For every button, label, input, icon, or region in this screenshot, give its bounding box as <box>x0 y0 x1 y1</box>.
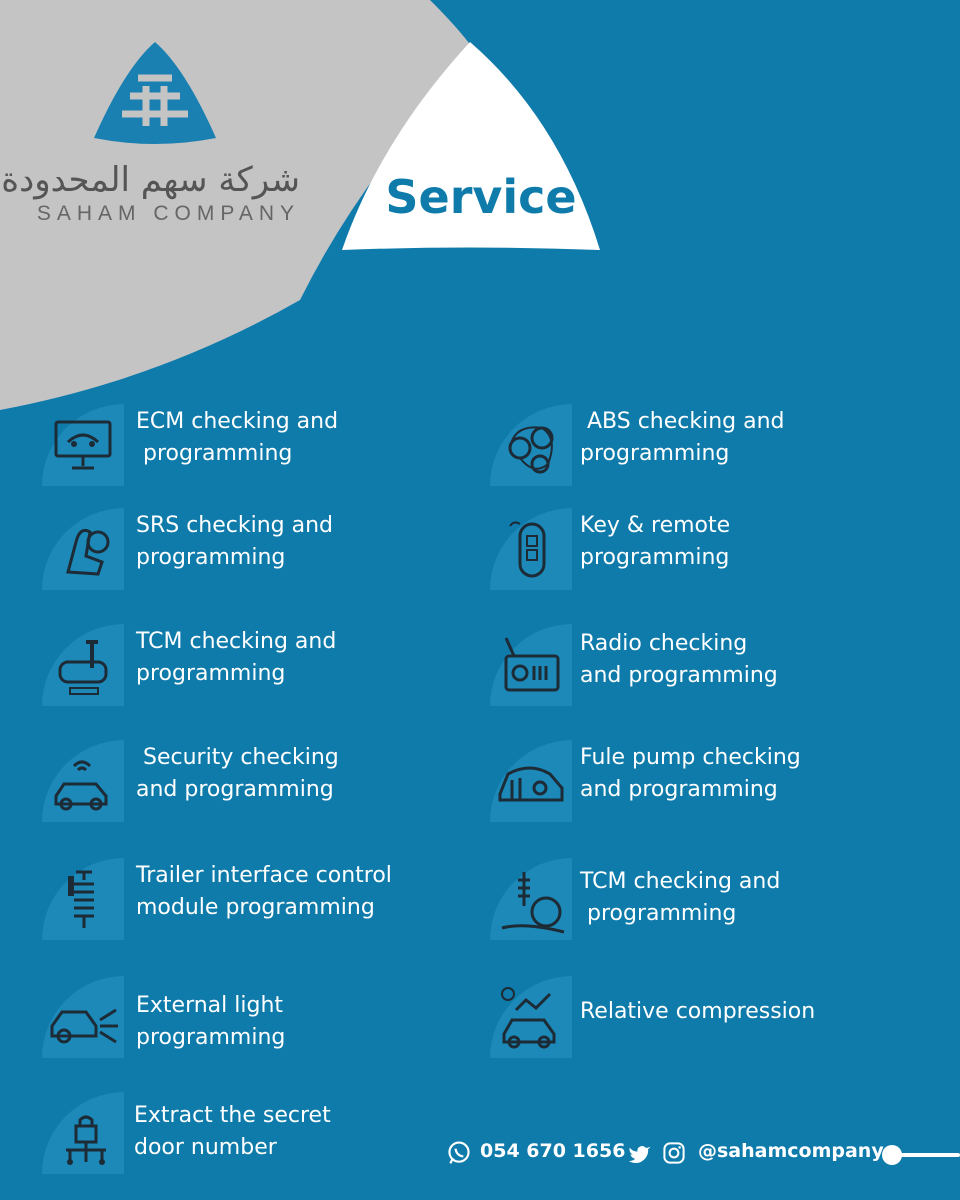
service-label-line1: ECM checking and <box>136 409 339 434</box>
service-label-line1: Relative compression <box>580 999 816 1024</box>
service-tile <box>42 1092 124 1174</box>
service-tile <box>42 858 124 940</box>
gear-shifter-icon <box>58 640 108 696</box>
circuit-lock-icon <box>64 1115 108 1167</box>
service-label-line2: programming <box>580 901 737 926</box>
service-label: TCM checking and programming <box>136 626 426 690</box>
service-tile <box>42 976 124 1058</box>
car-wifi-icon <box>54 760 108 811</box>
monitor-car-icon <box>54 420 112 470</box>
car-headlight-icon <box>50 1008 120 1044</box>
service-label: ABS checking and programming <box>580 406 870 470</box>
service-label-line1: Extract the secret <box>134 1103 331 1128</box>
key-fob-icon <box>508 520 546 578</box>
service-tile <box>490 858 572 940</box>
service-label-line2: programming <box>136 1025 286 1050</box>
service-label: Radio checking and programming <box>580 628 870 692</box>
airbag-seat-icon <box>66 528 110 576</box>
spring-coil-icon <box>66 870 96 930</box>
service-label-line2: module programming <box>136 895 375 920</box>
whatsapp-icon <box>448 1141 470 1164</box>
service-tile <box>42 624 124 706</box>
phone-number[interactable]: 054 670 1656 <box>480 1140 626 1162</box>
saham-logo-icon <box>94 42 216 144</box>
service-label-line2: and programming <box>580 777 778 802</box>
service-label-line2: programming <box>136 661 286 686</box>
service-label: Fule pump checking and programming <box>580 742 870 806</box>
service-tile <box>490 508 572 590</box>
service-label-line1: TCM checking and <box>580 869 781 894</box>
service-label-line2: and programming <box>580 663 778 688</box>
service-label-line2: door number <box>134 1135 277 1160</box>
brand-name-arabic: شركة سهم المحدودة <box>1 160 300 200</box>
service-label: TCM checking and programming <box>580 866 870 930</box>
social-handle[interactable]: @sahamcompany <box>698 1140 884 1162</box>
service-label: ECM checking and programming <box>136 406 426 470</box>
service-label-line2: programming <box>580 441 730 466</box>
footer-phone: 054 670 1656 <box>446 1136 625 1172</box>
car-fuel-icon <box>498 766 564 802</box>
twitter-icon[interactable] <box>626 1142 654 1166</box>
radio-icon <box>504 636 560 692</box>
engine-belt-icon <box>508 425 554 474</box>
white-title-arc <box>342 42 600 250</box>
service-tile <box>490 740 572 822</box>
service-tile <box>490 624 572 706</box>
service-label-line1: ABS checking and <box>580 409 785 434</box>
service-label-line1: Security checking <box>136 745 339 770</box>
service-label-line1: Key & remote <box>580 513 731 538</box>
service-label-line1: Fule pump checking <box>580 745 801 770</box>
service-label: External light programming <box>136 990 426 1054</box>
service-label-line2: programming <box>580 545 730 570</box>
service-label-line1: SRS checking and <box>136 513 334 538</box>
service-tile <box>490 976 572 1058</box>
service-tile <box>42 508 124 590</box>
service-title: Service <box>385 170 577 224</box>
instagram-icon[interactable] <box>662 1141 686 1165</box>
service-label-line2: programming <box>136 545 286 570</box>
brand-name-english: SAHAM COMPANY <box>36 202 300 225</box>
car-compression-icon <box>500 986 556 1049</box>
service-label: Extract the secret door number <box>134 1100 424 1164</box>
service-tile <box>490 404 572 486</box>
decorative-line <box>884 1153 960 1157</box>
service-label-line1: Trailer interface control <box>136 863 392 888</box>
service-label: Key & remote programming <box>580 510 870 574</box>
service-label-line1: TCM checking and <box>136 629 337 654</box>
service-label-line2: and programming <box>136 777 334 802</box>
decorative-dot <box>882 1145 902 1165</box>
suspension-wheel-icon <box>500 870 566 934</box>
service-label: Security checking and programming <box>136 742 426 806</box>
service-tile <box>42 404 124 486</box>
service-label: Trailer interface control module programm… <box>136 860 426 924</box>
service-label-line1: Radio checking <box>580 631 748 656</box>
service-label: SRS checking and programming <box>136 510 426 574</box>
service-label-line1: External light <box>136 993 284 1018</box>
service-label-line2: programming <box>136 441 293 466</box>
service-label: Relative compression <box>580 996 870 1028</box>
service-tile <box>42 740 124 822</box>
footer-social: @sahamcompany <box>626 1136 884 1172</box>
